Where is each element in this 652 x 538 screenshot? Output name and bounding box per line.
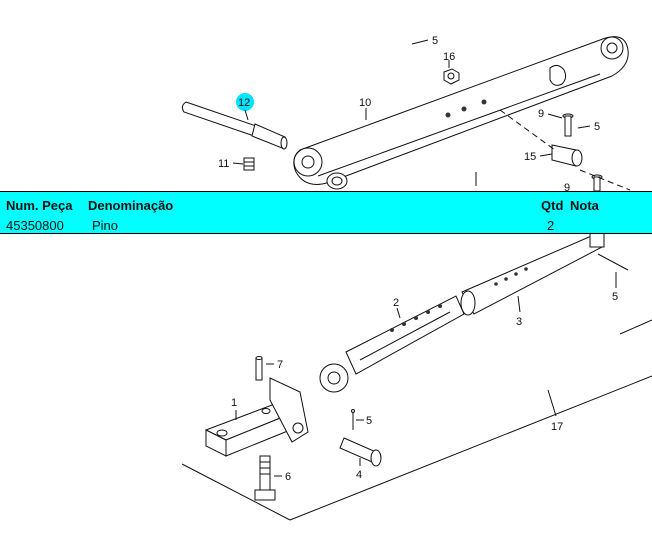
roll-pin-7[interactable]	[255, 356, 263, 381]
grease-fitting-11[interactable]	[243, 157, 255, 171]
row-part-number: 45350800	[6, 218, 64, 233]
washer-upper[interactable]	[326, 172, 348, 190]
callout-6: 6	[285, 471, 291, 483]
callout-15: 15	[524, 151, 536, 163]
callout-5: 5	[612, 291, 618, 303]
callout-12: 12	[238, 97, 250, 109]
callout-12-highlight	[236, 93, 254, 111]
callout-16: 16	[443, 51, 455, 63]
pin-4[interactable]	[339, 437, 382, 467]
row-qty: 2	[547, 218, 555, 233]
callout-3: 3	[516, 316, 522, 328]
tube-3[interactable]	[460, 232, 605, 316]
callout-9: 9	[564, 182, 570, 194]
header-note: Nota	[570, 198, 599, 213]
callout-1: 1	[231, 397, 237, 409]
row-description: Pino	[92, 218, 119, 233]
callout-5: 5	[366, 415, 372, 427]
upper-link-arm[interactable]	[293, 36, 629, 185]
callout-5: 5	[594, 121, 600, 133]
nut-16[interactable]	[443, 68, 460, 85]
pin-15[interactable]	[551, 144, 583, 167]
callout-11: 11	[218, 158, 229, 170]
clevis-pin-9-upper[interactable]	[562, 113, 574, 137]
bracket-block-1[interactable]	[204, 377, 309, 457]
callout-4: 4	[356, 469, 362, 481]
callout-10: 10	[359, 97, 371, 109]
callout-labels: 5 16 10 12 9 5 11 15 9 5 2 3 7 1 5 17 4	[218, 35, 629, 483]
callout-2: 2	[393, 297, 399, 309]
callout-7: 7	[277, 359, 283, 371]
parts-table: Num. Peça Denominação Qtd Nota 45350800 …	[0, 191, 652, 234]
bolt-6[interactable]	[254, 455, 276, 501]
threaded-rod-2[interactable]	[319, 295, 465, 393]
pin-12[interactable]	[181, 101, 288, 150]
callout-9: 9	[538, 108, 544, 120]
callout-17: 17	[551, 421, 563, 433]
header-description: Denominação	[88, 198, 174, 213]
cotter-pin-5-lower[interactable]	[351, 409, 355, 431]
header-qty: Qtd	[541, 198, 564, 213]
callout-5: 5	[432, 35, 438, 47]
header-part-number: Num. Peça	[6, 198, 73, 213]
clevis-pin-9-lower[interactable]	[591, 174, 603, 192]
